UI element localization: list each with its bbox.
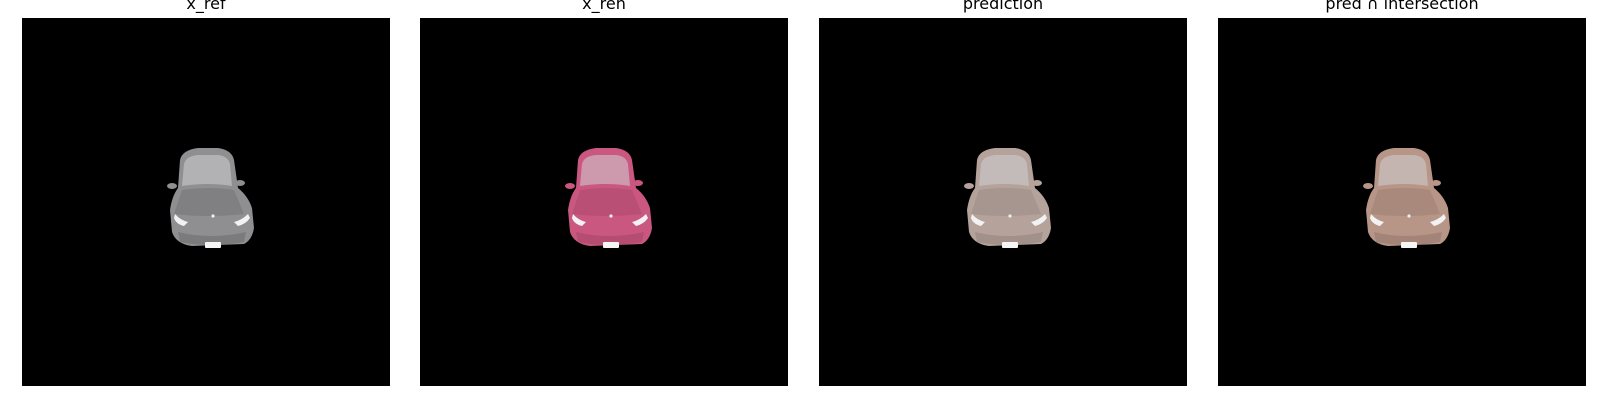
car-headlight-left bbox=[174, 214, 188, 226]
car-mirror-right bbox=[1032, 180, 1042, 186]
panel-title: x_ren bbox=[582, 0, 626, 13]
car-hood bbox=[572, 188, 642, 216]
car-image bbox=[420, 18, 788, 386]
car-headlight-right bbox=[1031, 214, 1047, 226]
car-image bbox=[22, 18, 390, 386]
car-windshield bbox=[580, 155, 630, 186]
car-mirror-left bbox=[1363, 183, 1373, 189]
car-hood bbox=[174, 188, 244, 216]
car-mirror-right bbox=[235, 180, 245, 186]
car-render bbox=[167, 148, 254, 248]
car-logo bbox=[211, 214, 215, 218]
car-windshield bbox=[979, 155, 1029, 186]
car-mirror-right bbox=[633, 180, 643, 186]
car-windshield bbox=[182, 155, 232, 186]
car-headlight-left bbox=[971, 214, 985, 226]
car-render bbox=[565, 148, 652, 248]
car-render bbox=[1363, 148, 1450, 248]
panel-title: pred ∩ intersection bbox=[1325, 0, 1479, 13]
car-headlight-left bbox=[1370, 214, 1384, 226]
car-mirror-left bbox=[565, 183, 575, 189]
car-headlight-left bbox=[572, 214, 586, 226]
car-bumper bbox=[1374, 232, 1442, 245]
car-license-plate bbox=[205, 242, 221, 248]
car-license-plate bbox=[1401, 242, 1417, 248]
car-logo bbox=[609, 214, 613, 218]
car-image bbox=[1218, 18, 1586, 386]
car-headlight-right bbox=[1430, 214, 1446, 226]
panel-pred-intersection: pred ∩ intersection bbox=[1218, 0, 1586, 387]
car-image bbox=[819, 18, 1187, 386]
car-bumper bbox=[975, 232, 1043, 245]
car-headlight-right bbox=[632, 214, 648, 226]
car-mirror-right bbox=[1431, 180, 1441, 186]
car-headlight-right bbox=[234, 214, 250, 226]
panel-title: x_ref bbox=[186, 0, 226, 13]
panel-x-ref: x_ref bbox=[22, 0, 390, 387]
car-windshield bbox=[1378, 155, 1428, 186]
car-hood bbox=[971, 188, 1041, 216]
panel-title: prediction bbox=[962, 0, 1044, 13]
car-render bbox=[964, 148, 1051, 248]
car-mirror-left bbox=[964, 183, 974, 189]
car-hood bbox=[1370, 188, 1440, 216]
car-bumper bbox=[576, 232, 644, 245]
car-logo bbox=[1008, 214, 1012, 218]
car-bumper bbox=[178, 232, 246, 245]
panel-x-ren: x_ren bbox=[420, 0, 788, 387]
car-license-plate bbox=[1002, 242, 1018, 248]
car-license-plate bbox=[603, 242, 619, 248]
car-logo bbox=[1407, 214, 1411, 218]
panel-prediction: prediction bbox=[819, 0, 1187, 387]
car-mirror-left bbox=[167, 183, 177, 189]
